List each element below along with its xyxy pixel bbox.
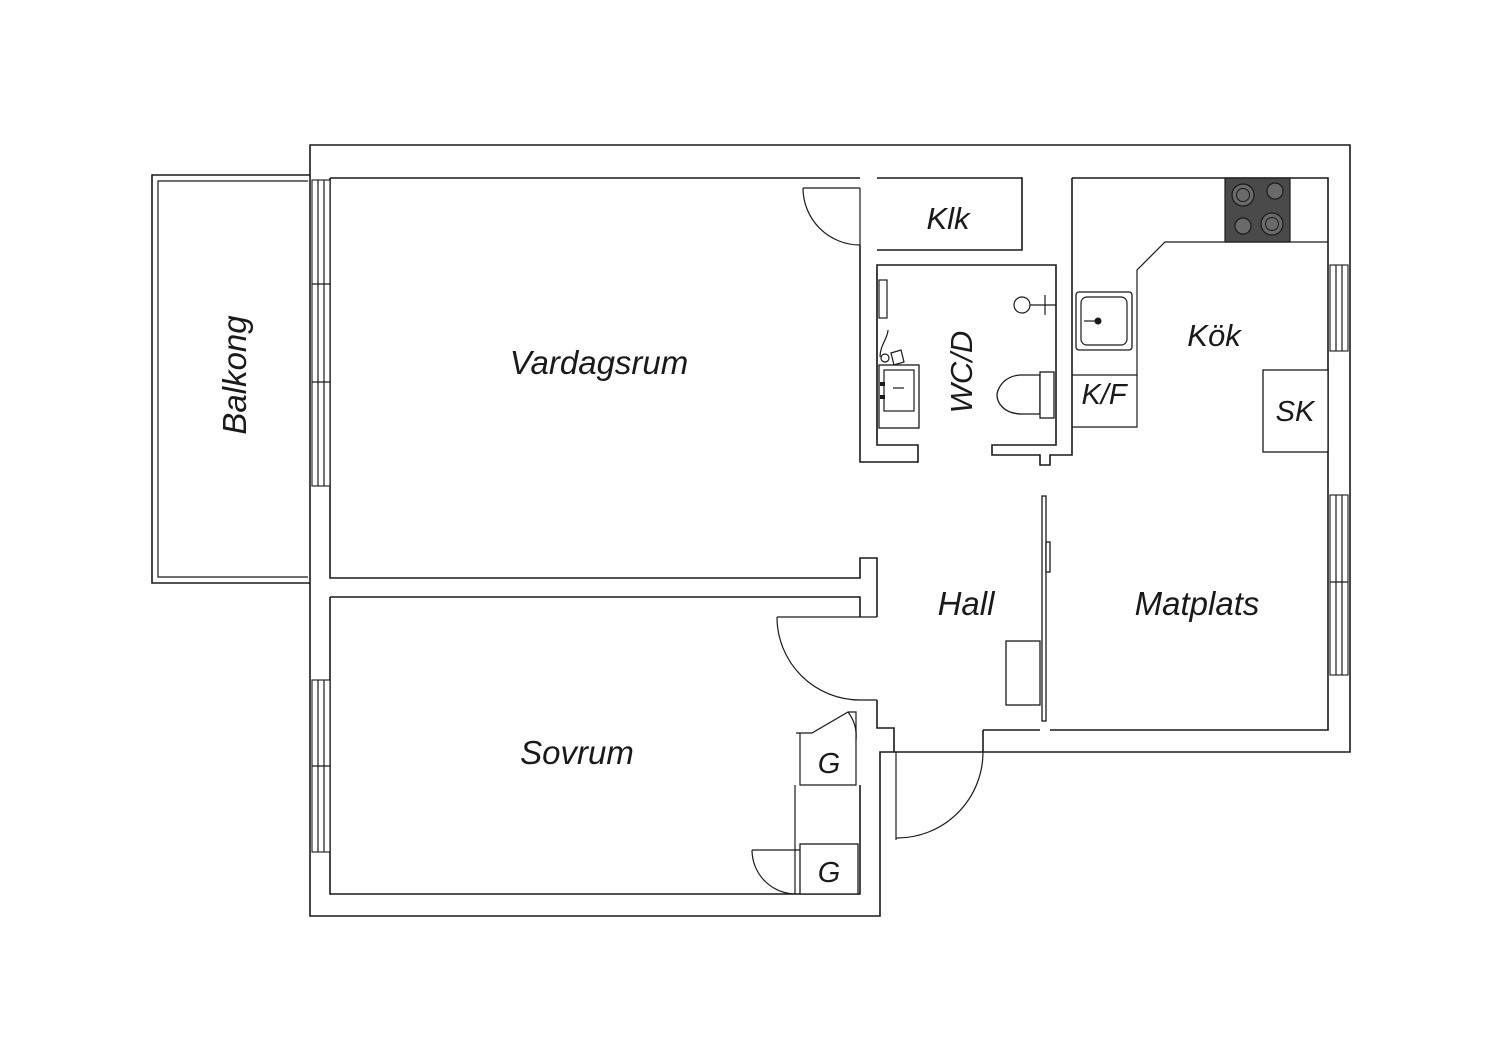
label-hall: Hall — [938, 585, 997, 622]
shower-icon — [1013, 295, 1056, 315]
doors — [751, 187, 1051, 895]
label-g2: G — [818, 857, 841, 889]
toilet-icon — [996, 371, 1055, 419]
label-g1: G — [818, 748, 841, 780]
label-matplats: Matplats — [1135, 585, 1260, 622]
label-vardagsrum: Vardagsrum — [510, 344, 689, 381]
stove-icon — [1224, 177, 1291, 243]
kitchen-sink-icon — [1075, 291, 1133, 351]
label-sk: SK — [1276, 396, 1316, 428]
balcony — [151, 174, 310, 584]
label-kf: K/F — [1081, 379, 1128, 411]
bathroom-walls — [859, 178, 1073, 466]
washbasin-icon — [878, 279, 920, 429]
room-labels: Balkong Vardagsrum Klk WC/D Kök K/F SK H… — [216, 201, 1316, 889]
kitchen-counter — [1072, 241, 1329, 453]
outer-walls — [309, 144, 1351, 917]
label-balkong: Balkong — [216, 315, 253, 435]
label-klk: Klk — [926, 201, 971, 236]
label-sovrum: Sovrum — [520, 734, 634, 771]
label-kok: Kök — [1187, 318, 1242, 353]
label-wcd: WC/D — [944, 331, 979, 414]
windows — [311, 179, 1349, 853]
